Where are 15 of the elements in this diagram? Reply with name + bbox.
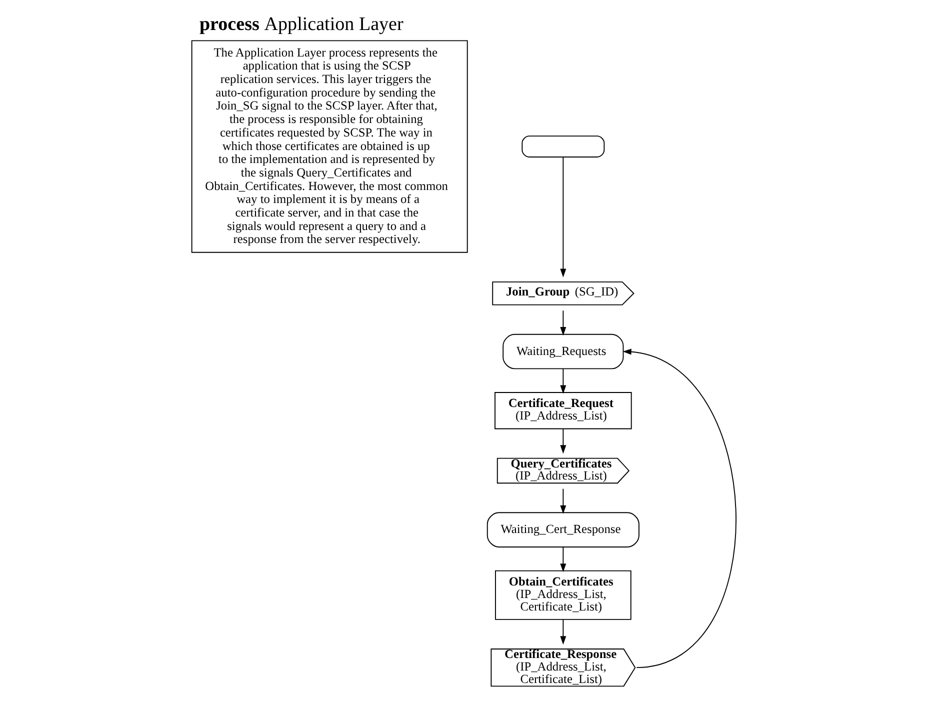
- arrow: [560, 156, 566, 278]
- arrow: [560, 488, 566, 514]
- arrow: [622, 348, 736, 668]
- node-box: Waiting_Requests: [502, 334, 624, 370]
- arrow: [560, 546, 566, 572]
- node-box: Waiting_Cert_Response: [486, 512, 640, 548]
- diagram-title: process Application Layer: [199, 14, 404, 36]
- node-terminal: [522, 136, 605, 158]
- arrow: [560, 619, 566, 645]
- node-box: Obtain_Certificates (IP_Address_List, Certificate_List): [495, 570, 632, 620]
- node-box: Certificate_Request (IP_Address_List): [494, 392, 632, 430]
- node-box: The Application Layer process represents the application that is using the SCSP replication services. This layer triggers the auto-configuration procedure by sending the Join_SG signal to the SCSP layer. After that, the process is responsible for obtaining certificates requested by SCSP. The way in which those certificates are obtained is up to the implementation and is represented by the signals Query_Certificates and Obtain_Certificates. However, the most common way to implement it is by means of a certificate server, and in that case the signals would represent a query to and a response from the server respectively.: [191, 40, 468, 253]
- arrow: [560, 368, 566, 394]
- arrow: [560, 310, 566, 336]
- arrow: [560, 428, 566, 454]
